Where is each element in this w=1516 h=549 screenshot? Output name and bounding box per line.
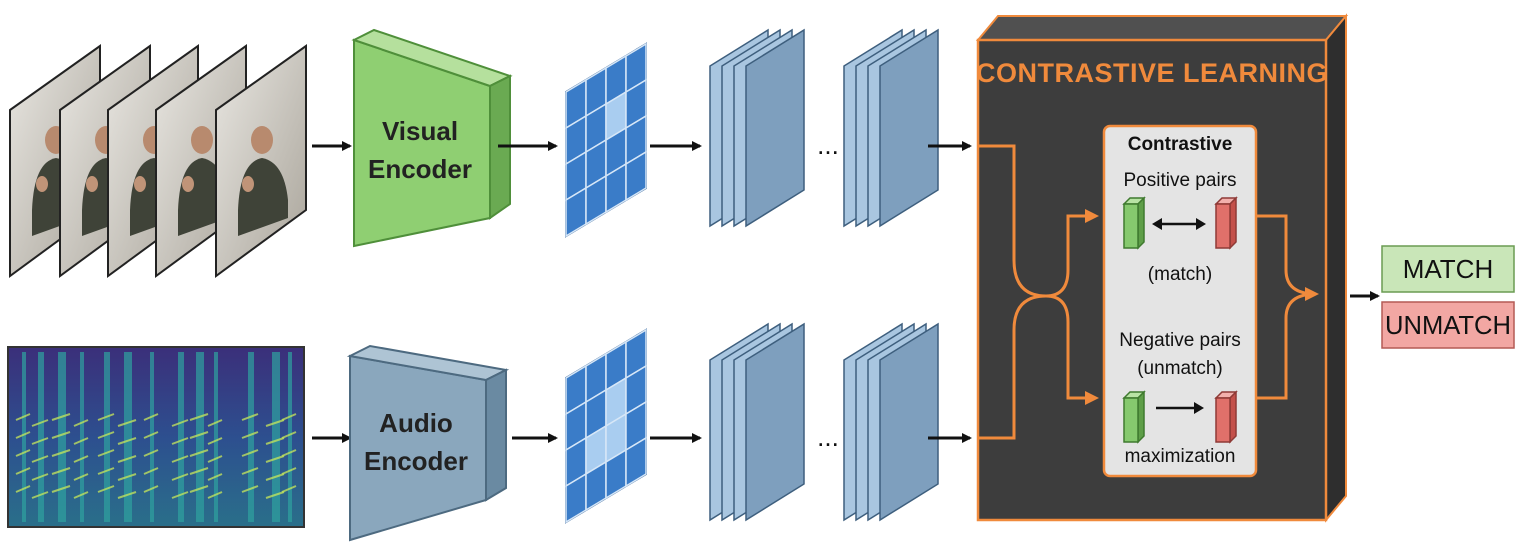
negative-pairs-label: Negative pairs [1119, 330, 1240, 351]
inner-panel-title: Contrastive [1128, 134, 1233, 155]
match-label: MATCH [1403, 254, 1494, 284]
contrastive-block-title: CONTRASTIVE LEARNING [976, 58, 1328, 88]
video-frame [215, 44, 307, 278]
audio-ellipsis: ... [817, 422, 839, 452]
negative-visual-cube [1122, 390, 1146, 444]
feature-layer [879, 322, 939, 522]
unmatch-label: UNMATCH [1385, 310, 1511, 340]
double-arrow-icon [1152, 218, 1206, 230]
contrastive-learning-block: CONTRASTIVE LEARNING Contrastive Positiv… [975, 13, 1349, 523]
positive-pairs-sub: (match) [1148, 264, 1212, 285]
feature-layer [745, 322, 805, 522]
visual-encoder: Visual Encoder [351, 28, 513, 248]
visual-layer-stack-2 [843, 28, 939, 228]
audio-encoder: Audio Encoder [346, 344, 510, 542]
audio-layer-stack-2 [843, 322, 939, 522]
feature-layer [745, 28, 805, 228]
visual-ellipsis: ... [817, 130, 839, 160]
audio-feature-grid [565, 328, 647, 524]
positive-visual-cube [1122, 196, 1146, 250]
match-output: MATCH [1381, 245, 1515, 293]
visual-feature-grid [565, 42, 647, 238]
audio-encoder-label-1: Audio [379, 408, 453, 438]
spectrogram-image [7, 346, 305, 528]
arrow-icon [1156, 402, 1204, 414]
positive-pairs-label: Positive pairs [1124, 170, 1237, 191]
grid-cell [625, 150, 647, 202]
negative-pairs-foot: maximization [1125, 446, 1236, 467]
visual-encoder-label-2: Encoder [368, 154, 472, 184]
audio-layer-stack-1 [709, 322, 805, 522]
positive-audio-cube [1214, 196, 1238, 250]
feature-layer [879, 28, 939, 228]
visual-layer-stack-1 [709, 28, 805, 228]
audio-encoder-label-2: Encoder [364, 446, 468, 476]
negative-audio-cube [1214, 390, 1238, 444]
visual-encoder-label-1: Visual [382, 116, 458, 146]
negative-pairs-sub: (unmatch) [1137, 358, 1223, 379]
orange-flow-lines [978, 144, 1319, 440]
grid-cell [625, 436, 647, 488]
video-frames-image [9, 44, 307, 278]
unmatch-output: UNMATCH [1381, 301, 1515, 349]
